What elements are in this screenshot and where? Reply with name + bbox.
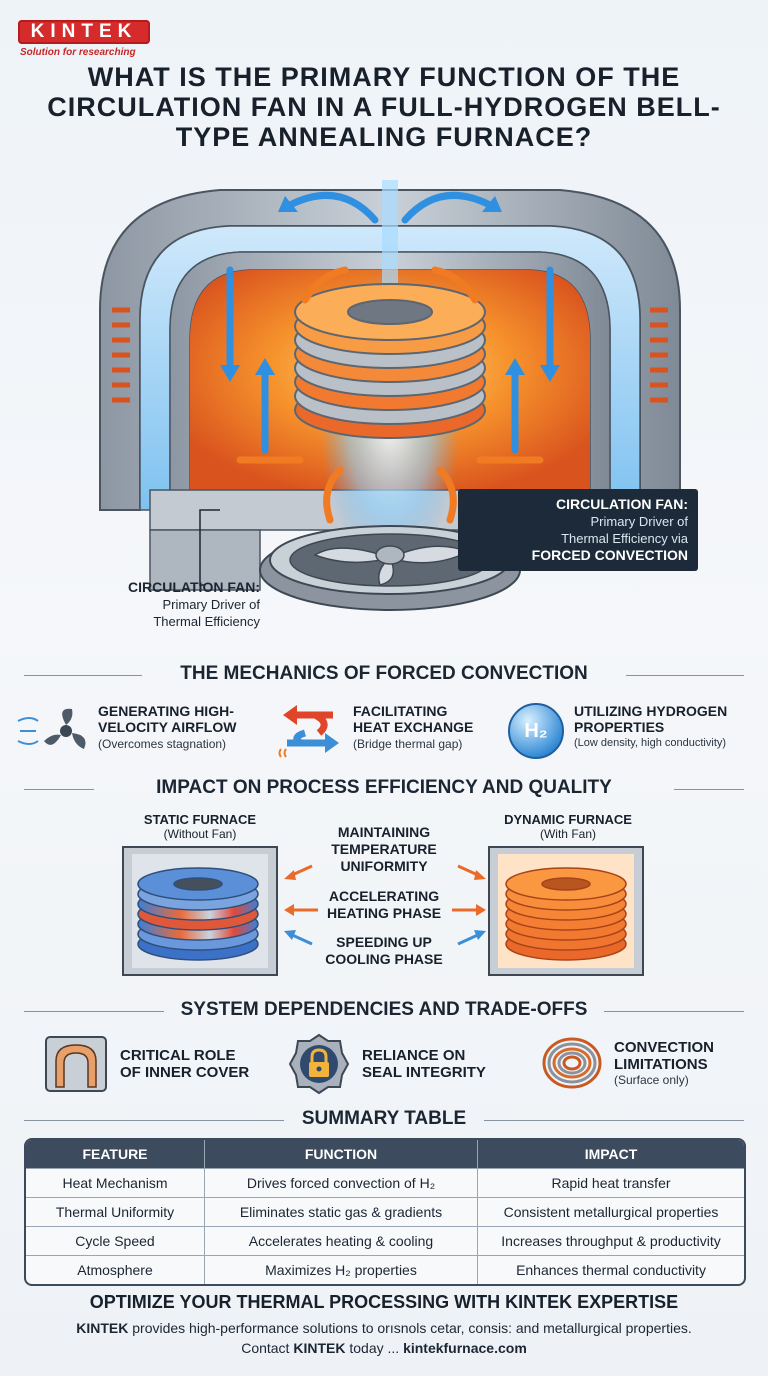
furnace-diagram bbox=[99, 180, 681, 611]
dynamic-furnace-illustration bbox=[488, 846, 644, 976]
table-cell: Cycle Speed bbox=[26, 1226, 205, 1256]
callout-forced-convection: CIRCULATION FAN: Primary Driver of Therm… bbox=[458, 489, 698, 571]
table-cell: Thermal Uniformity bbox=[26, 1197, 205, 1227]
logo-tagline: Solution for researching bbox=[20, 47, 136, 58]
table-row: Atmosphere Maximizes H₂ properties Enhan… bbox=[26, 1255, 744, 1284]
point-heating-phase: ACCELERATING HEATING PHASE bbox=[326, 888, 442, 921]
mechanics-item-heat-exchange: FACILITATING HEAT EXCHANGE (Bridge therm… bbox=[275, 703, 500, 759]
callout-thermal-efficiency: CIRCULATION FAN: Primary Driver of Therm… bbox=[128, 579, 260, 629]
dependency-seal-integrity: RELIANCE ON SEAL INTEGRITY bbox=[288, 1033, 528, 1095]
dependency-convection-limitations: CONVECTION LIMITATIONS (Surface only) bbox=[540, 1035, 760, 1091]
static-furnace-illustration bbox=[122, 846, 278, 976]
section-heading-mechanics: THE MECHANICS OF FORCED CONVECTION bbox=[180, 663, 588, 684]
table-cell: Increases throughput & productivity bbox=[477, 1226, 744, 1256]
point-cooling-phase: SPEEDING UP COOLING PHASE bbox=[325, 934, 443, 967]
column-header: FEATURE bbox=[26, 1140, 205, 1169]
point-temperature-uniformity: MAINTAINING TEMPERATURE UNIFORMITY bbox=[331, 824, 437, 874]
kintek-logo: KINTEK bbox=[18, 20, 150, 44]
section-heading-summary: SUMMARY TABLE bbox=[301, 1108, 467, 1129]
dependency-inner-cover: CRITICAL ROLE OF INNER COVER bbox=[44, 1035, 284, 1093]
static-furnace-label: STATIC FURNACE (Without Fan) bbox=[143, 812, 257, 841]
column-header: FUNCTION bbox=[204, 1140, 478, 1169]
fan-icon bbox=[17, 708, 86, 749]
table-cell: Enhances thermal conductivity bbox=[477, 1255, 744, 1284]
table-cell: Eliminates static gas & gradients bbox=[204, 1197, 478, 1227]
divider bbox=[604, 1011, 744, 1012]
divider bbox=[24, 789, 94, 790]
divider bbox=[24, 675, 142, 676]
cta-heading: OPTIMIZE YOUR THERMAL PROCESSING WITH KI… bbox=[89, 1292, 679, 1312]
mechanics-item-hydrogen: H₂ UTILIZING HYDROGEN PROPERTIES (Low de… bbox=[508, 703, 760, 759]
table-cell: Rapid heat transfer bbox=[477, 1168, 744, 1198]
table-row: Heat Mechanism Drives forced convection … bbox=[26, 1168, 744, 1198]
divider bbox=[24, 1120, 284, 1121]
lock-icon bbox=[288, 1033, 350, 1095]
table-cell: Drives forced convection of H₂ bbox=[204, 1168, 478, 1198]
divider bbox=[626, 675, 744, 676]
section-heading-dependencies: SYSTEM DEPENDENCIES AND TRADE-OFFS bbox=[180, 999, 588, 1020]
table-row: Cycle Speed Accelerates heating & coolin… bbox=[26, 1226, 744, 1256]
table-cell: Heat Mechanism bbox=[26, 1168, 205, 1198]
table-cell: Maximizes H₂ properties bbox=[204, 1255, 478, 1284]
hydrogen-icon: H₂ bbox=[508, 703, 564, 759]
heat-exchange-arrows-icon bbox=[278, 705, 339, 758]
mechanics-item-airflow: GENERATING HIGH- VELOCITY AIRFLOW (Overc… bbox=[16, 703, 256, 759]
summary-table: FEATURE FUNCTION IMPACT Heat Mechanism D… bbox=[24, 1138, 746, 1286]
inner-cover-icon bbox=[45, 1036, 107, 1092]
divider bbox=[484, 1120, 744, 1121]
website-link[interactable]: kintekfurnace.com bbox=[403, 1340, 527, 1356]
column-header: IMPACT bbox=[477, 1140, 744, 1169]
table-cell: Atmosphere bbox=[26, 1255, 205, 1284]
table-cell: Consistent metallurgical properties bbox=[477, 1197, 744, 1227]
impact-arrows bbox=[284, 864, 486, 946]
page-title: WHAT IS THE PRIMARY FUNCTION OF THE CIRC… bbox=[47, 62, 721, 152]
divider bbox=[24, 1011, 164, 1012]
cta-body: KINTEK provides high-performance solutio… bbox=[76, 1320, 692, 1356]
dynamic-furnace-label: DYNAMIC FURNACE (With Fan) bbox=[504, 812, 632, 841]
table-row: Thermal Uniformity Eliminates static gas… bbox=[26, 1197, 744, 1227]
divider bbox=[674, 789, 744, 790]
table-cell: Accelerates heating & cooling bbox=[204, 1226, 478, 1256]
coil-icon bbox=[542, 1037, 602, 1089]
section-heading-impact: IMPACT ON PROCESS EFFICIENCY AND QUALITY bbox=[156, 777, 612, 798]
